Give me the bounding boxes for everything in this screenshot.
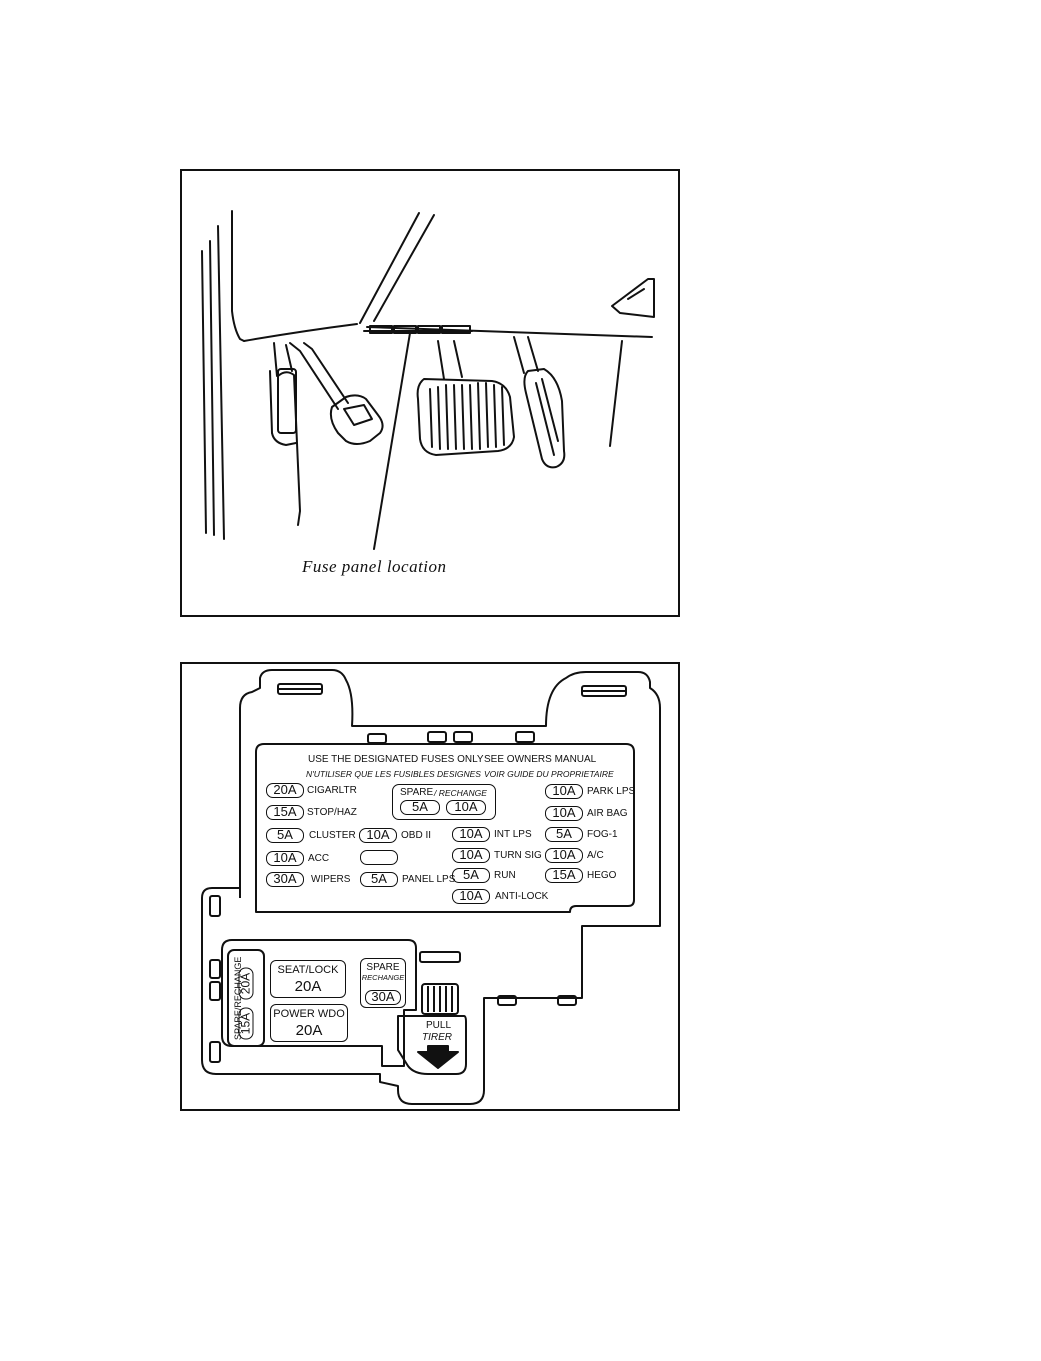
pull-label-fr: TIRER [422,1032,452,1043]
fuse-label: RUN [494,870,516,881]
fuse-label: FOG-1 [587,829,618,840]
fuse-rating: 5A [360,872,398,887]
pedal-area-illustration [201,210,655,550]
fuse-label: PANEL LPS [402,874,456,885]
header-designated-fuses: USE THE DESIGNATED FUSES ONLY [308,754,484,765]
fuse-panel-location-figure: Fuse panel location [180,169,680,617]
fuse-rating: 10A [545,806,583,821]
fuse-panel-outline [201,669,661,1105]
fuse-empty-slot [360,850,398,865]
power-wdo-label: POWER WDO [273,1008,345,1020]
fuse-rating: 30A [266,872,304,887]
header-see-owners-manual: SEE OWNERS MANUAL [484,754,597,765]
spare-label-fr: / RECHANGE [434,788,487,798]
fuse-label: INT LPS [494,829,532,840]
fuse-label: CLUSTER [309,830,356,841]
fuse-rating: 10A [545,784,583,799]
fuse-rating: 15A [545,868,583,883]
fuse-label: AIR BAG [587,808,628,819]
fuse-label: ANTI-LOCK [495,891,549,902]
side-spare-fuse-15a: 15A [238,1007,254,1040]
fuse-label: CIGARLTR [307,785,357,796]
seat-lock-fuse: SEAT/LOCK 20A [270,960,346,998]
spare-fuse-5a: 5A [400,800,440,815]
header-designated-fuses-fr: N'UTILISER QUE LES FUSIBLES DESIGNES [306,769,481,779]
fuse-label: ACC [308,853,330,864]
seat-lock-label: SEAT/LOCK [277,964,339,976]
fuse-label: HEGO [587,870,617,881]
fuse-panel-diagram: USE THE DESIGNATED FUSES ONLY SEE OWNERS… [180,662,680,1111]
spare-box-label: SPARE [366,962,400,973]
fuse-rating: 10A [266,851,304,866]
side-spare-fuse-20a: 20A [238,967,254,1000]
fuse-label: WIPERS [311,874,351,885]
fuse-panel-location-caption: Fuse panel location [302,557,447,576]
power-wdo-rating: 20A [295,1022,323,1039]
fuse-rating: 10A [545,848,583,863]
spare-box-label-fr: RECHANGE [361,973,405,982]
fuse-label: PARK LPS [587,786,636,797]
fuse-rating: 20A [266,783,304,798]
spare-30a-box: SPARE RECHANGE [360,958,406,1008]
seat-lock-rating: 20A [294,978,322,995]
fuse-rating: 5A [266,828,304,843]
fuse-label: TURN SIG [494,850,542,861]
fuse-label: STOP/HAZ [307,807,357,818]
header-see-owners-manual-fr: VOIR GUIDE DU PROPRIETAIRE [484,769,614,779]
fuse-rating: 15A [266,805,304,820]
fuse-rating: 5A [545,827,583,842]
fuse-rating: 10A [452,827,490,842]
spare-fuse-10a: 10A [446,800,486,815]
fuse-label: OBD II [401,830,432,841]
spare-fuse-30a: 30A [365,990,401,1005]
fuse-rating: 5A [452,868,490,883]
fuse-rating: 10A [452,848,490,863]
fuse-label: A/C [587,850,604,861]
power-wdo-fuse: POWER WDO 20A [270,1004,348,1042]
fuse-rating: 10A [359,828,397,843]
spare-label: SPARE [400,787,434,798]
pull-label: PULL [426,1020,452,1031]
spare-fuse-group [392,784,496,820]
fuse-rating: 10A [452,889,490,904]
